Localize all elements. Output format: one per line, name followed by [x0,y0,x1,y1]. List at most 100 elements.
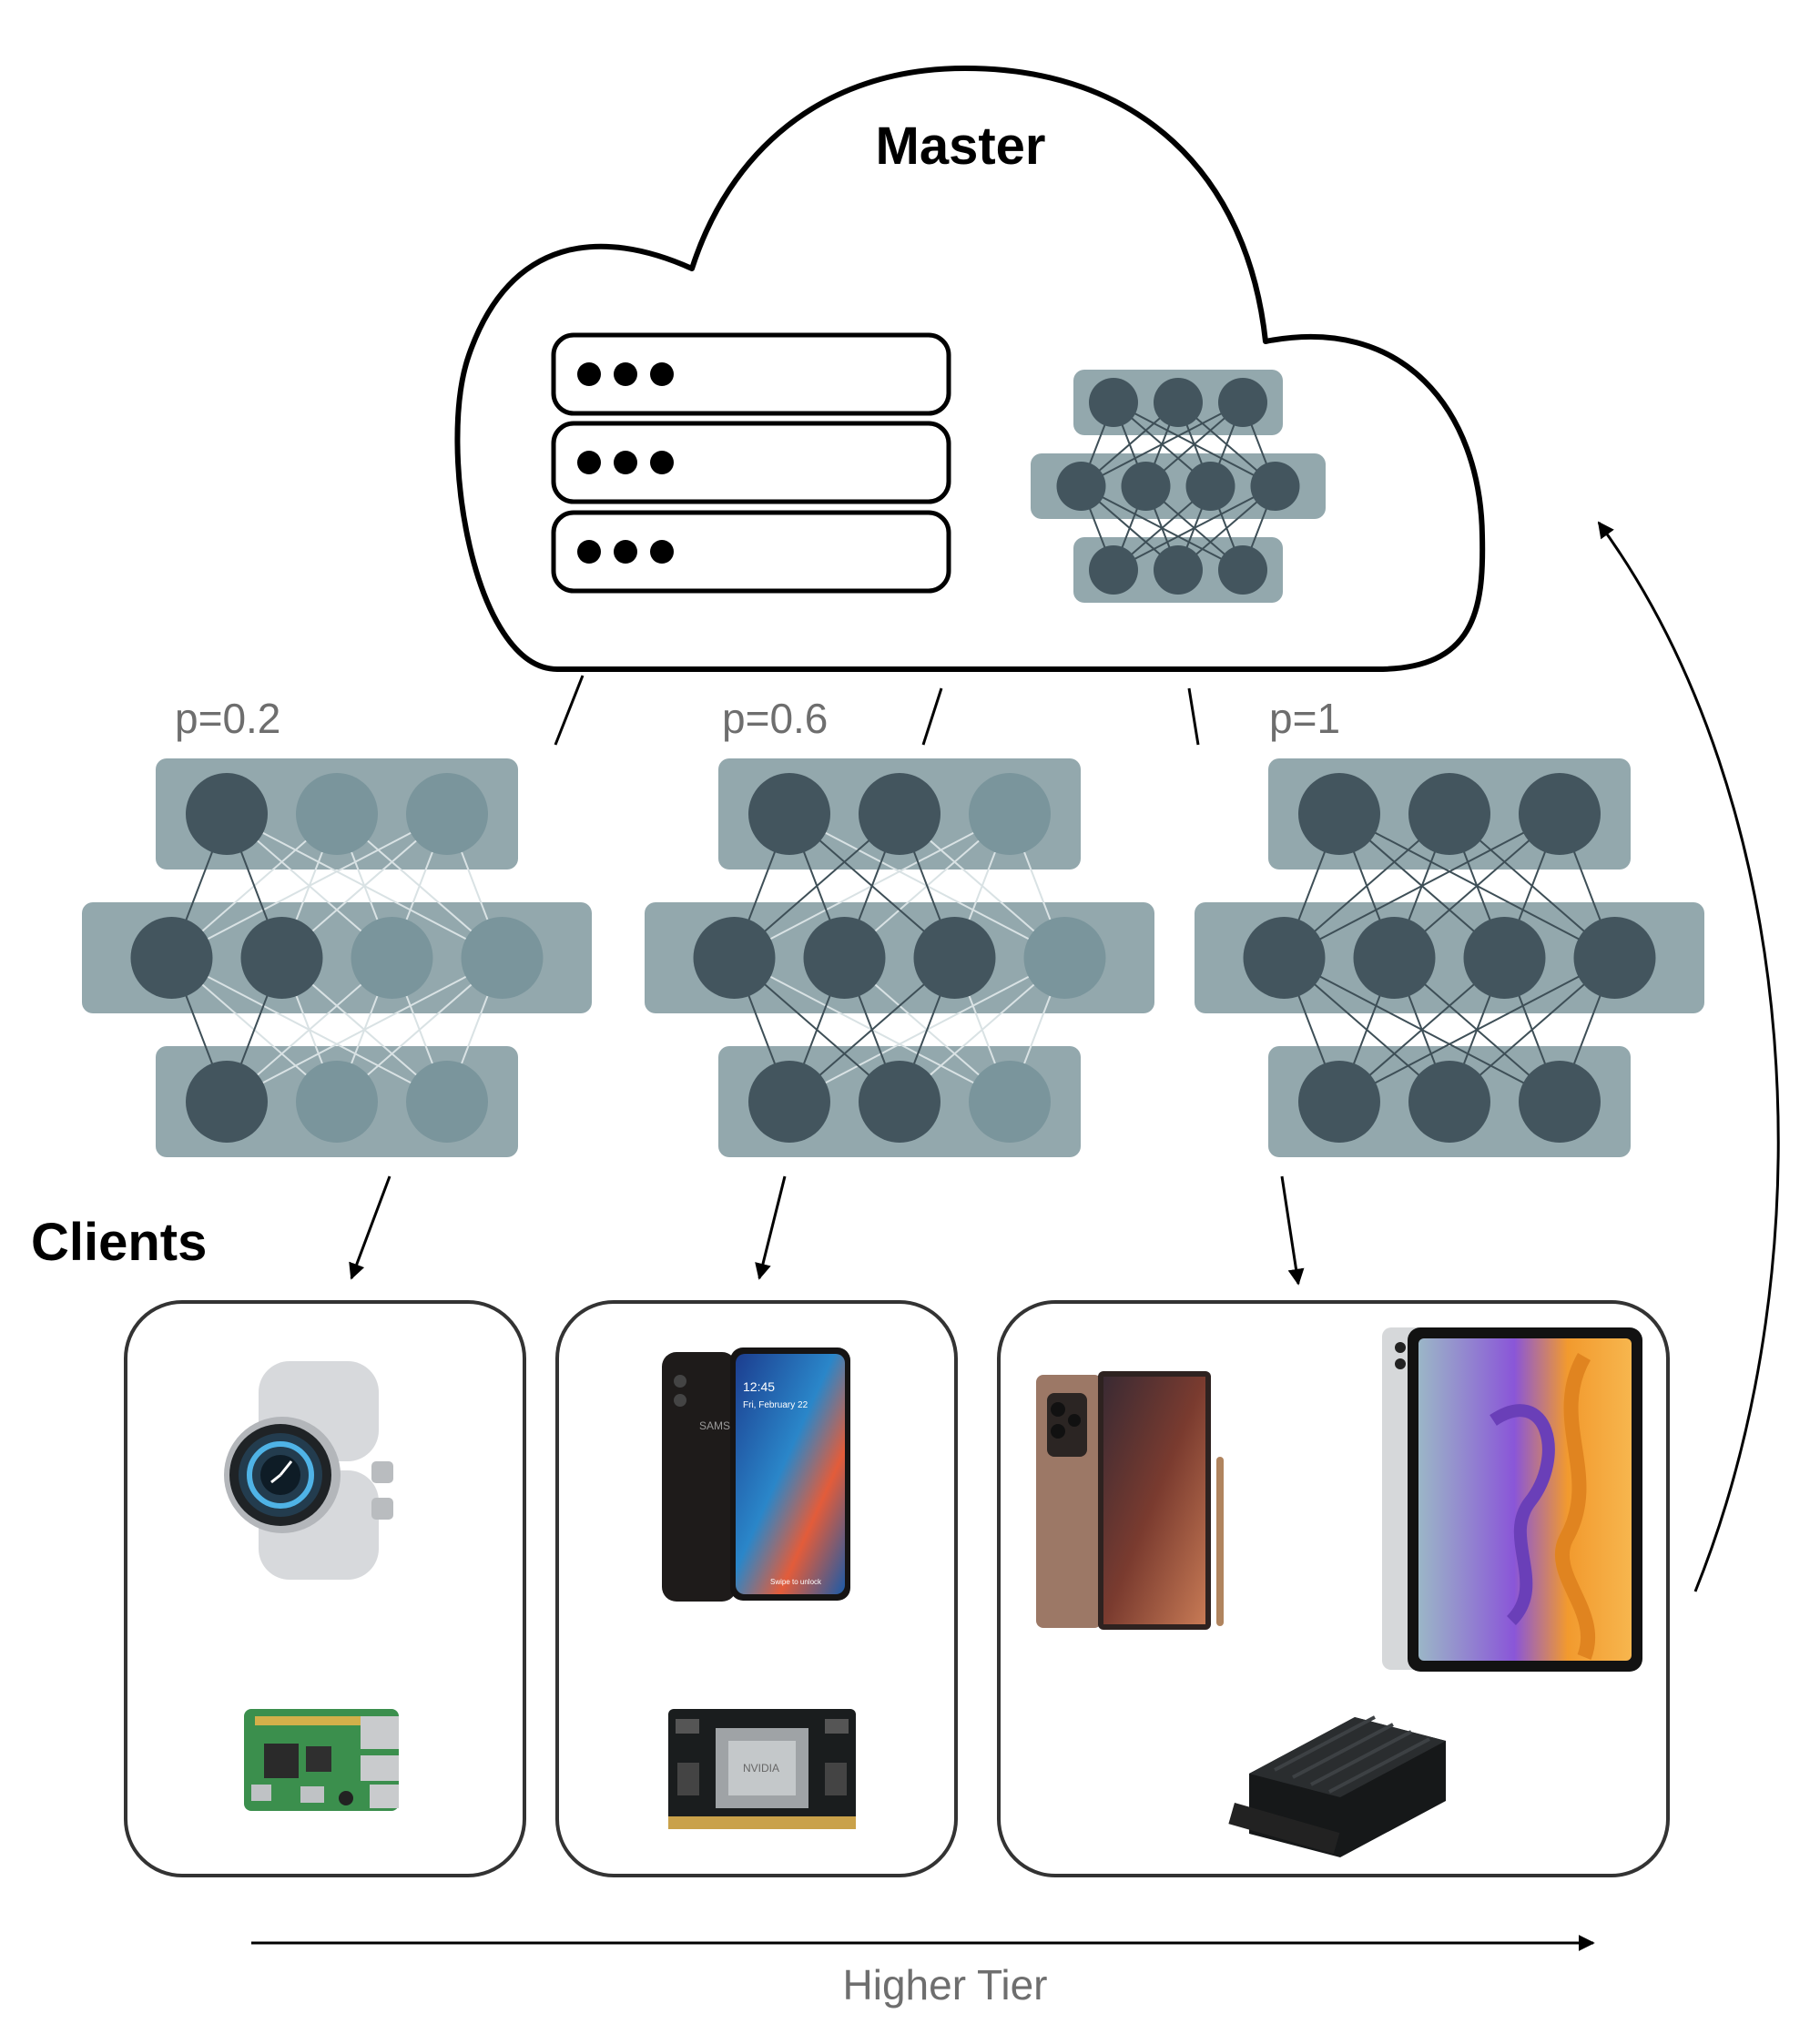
status-dot [650,362,674,386]
layer-band [645,902,1154,1013]
active-neuron [1243,917,1326,999]
inactive-connection [171,813,448,959]
active-neuron [1573,917,1656,999]
broadcast-line-3 [1187,687,1200,746]
tier-axis: Higher Tier [251,1935,1595,2009]
submodel-label: p=0.6 [722,695,828,742]
arrow-to-group-3 [1280,1175,1305,1286]
active-neuron [748,773,830,855]
submodel-p-0-6: p=0.6 [645,695,1154,1157]
status-dot [577,451,601,474]
active-neuron [1056,462,1106,511]
inactive-neuron [406,1061,488,1143]
inactive-neuron [406,773,488,855]
server-unit [551,332,951,416]
distribution-arrows [349,1175,1305,1286]
active-neuron [1089,545,1138,595]
phone-clock: 12:45 [743,1379,775,1394]
active-neuron [859,1061,941,1143]
master-cloud: Master [454,66,1486,672]
nvidia-developer-kit-icon [1228,1715,1446,1857]
active-connection [1081,402,1244,487]
layer-band [82,902,592,1013]
status-dot [614,362,637,386]
status-dot [577,362,601,386]
active-neuron [186,773,268,855]
active-connection [1284,813,1561,959]
active-neuron [1519,1061,1601,1143]
active-neuron [186,1061,268,1143]
inactive-neuron [969,1061,1051,1143]
phone-date: Fri, February 22 [743,1400,808,1410]
active-neuron [1463,917,1546,999]
client-group-2: SAMSUNG 12:45 Fri, February 22 Swipe to … [555,1300,958,1877]
active-neuron [693,917,776,999]
active-neuron [1298,1061,1380,1143]
active-neuron [1154,545,1203,595]
inactive-neuron [351,917,433,999]
server-rack [551,332,951,594]
flagship-smartphone-icon [1036,1371,1224,1630]
active-neuron [1089,378,1138,427]
status-dot [650,540,674,564]
client-group-3 [997,1300,1670,1877]
inactive-neuron [296,773,378,855]
tablet-icon [1382,1327,1642,1672]
inactive-neuron [296,1061,378,1143]
active-neuron [859,773,941,855]
server-unit [551,421,951,504]
submodel-network [1195,758,1704,1157]
active-neuron [1121,462,1171,511]
master-global-network [1031,370,1326,603]
active-neuron [803,917,886,999]
active-neuron [1408,1061,1490,1143]
inactive-neuron [461,917,544,999]
submodel-label: p=1 [1269,695,1340,742]
android-smartphone-icon: SAMSUNG 12:45 Fri, February 22 Swipe to … [662,1348,850,1602]
active-neuron [1185,462,1235,511]
status-dot [577,540,601,564]
phone-unlock-hint: Swipe to unlock [770,1578,822,1586]
active-neuron [1519,773,1601,855]
active-neuron [130,917,213,999]
inactive-connection [226,957,503,1103]
active-neuron [913,917,996,999]
module-chip-text: NVIDIA [743,1762,779,1775]
submodel-network [82,758,592,1157]
submodel-p-0-2: p=0.2 [82,695,592,1157]
nvidia-compute-module-icon: NVIDIA [668,1709,856,1829]
layer-band [1031,453,1326,519]
submodel-network [645,758,1154,1157]
arrow-to-group-2 [755,1175,787,1280]
status-dot [614,451,637,474]
active-neuron [240,917,323,999]
status-dot [650,451,674,474]
server-unit [551,510,951,594]
status-dot [614,540,637,564]
inactive-neuron [969,773,1051,855]
clients-title: Clients [31,1213,207,1272]
broadcast-line-2 [921,687,943,746]
arrow-to-group-1 [349,1175,391,1280]
broadcast-line-1 [554,675,585,746]
active-neuron [1353,917,1436,999]
active-neuron [1218,545,1267,595]
submodel-label: p=0.2 [175,695,280,742]
broadcast-lines [554,675,1200,746]
client-group-1 [124,1300,526,1877]
active-connection [1113,485,1276,571]
active-neuron [748,1061,830,1143]
active-connection [1338,957,1615,1103]
inactive-neuron [1023,917,1106,999]
master-title: Master [876,117,1046,176]
active-neuron [1218,378,1267,427]
active-neuron [1298,773,1380,855]
active-neuron [1154,378,1203,427]
raspberry-pi-board-icon [244,1709,399,1811]
active-neuron [1250,462,1300,511]
active-neuron [1408,773,1490,855]
smartwatch-icon [224,1361,393,1580]
feedback-arrow [1597,521,1780,1592]
layer-band [1195,902,1704,1013]
